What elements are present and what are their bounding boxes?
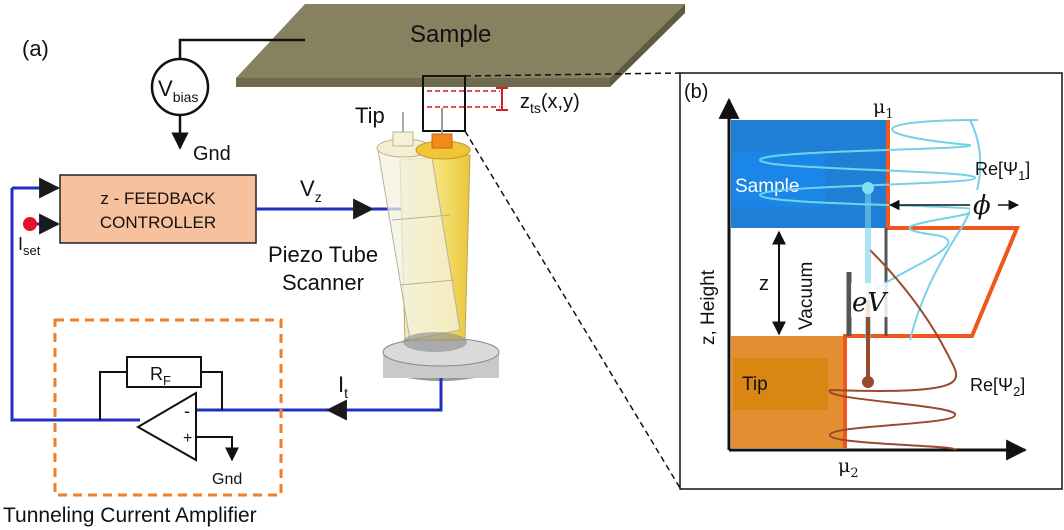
op-amp-minus: - bbox=[184, 401, 190, 421]
rf-feedback-wire bbox=[99, 371, 127, 420]
piezo-tube-scanner bbox=[376, 108, 500, 381]
controller-line2: CONTROLLER bbox=[100, 213, 216, 232]
sample-label-bg bbox=[733, 152, 825, 207]
zoom-region-box bbox=[422, 75, 466, 132]
zts-label: zts(x,y) bbox=[520, 91, 580, 116]
bias-wire bbox=[178, 38, 305, 64]
tip-label-bg bbox=[733, 358, 828, 410]
ev-label: eV bbox=[852, 288, 888, 318]
vacuum-label: Vacuum bbox=[796, 262, 817, 330]
psi2-wave bbox=[828, 249, 958, 451]
op-amp bbox=[136, 391, 197, 462]
sample-label: Sample bbox=[410, 21, 491, 48]
piezo-label-line1: Piezo Tube bbox=[268, 242, 378, 267]
amplifier-box bbox=[53, 318, 283, 497]
tip-region-label: Tip bbox=[742, 374, 768, 395]
op-amp-plus: + bbox=[183, 430, 192, 447]
amplifier-caption: Tunneling Current Amplifier bbox=[3, 504, 257, 527]
it-wire bbox=[196, 378, 443, 412]
rf-feedback-wire-right bbox=[201, 371, 223, 410]
phi-label: ϕ bbox=[973, 191, 991, 221]
electron-sample bbox=[862, 182, 874, 194]
zoom-line-top bbox=[464, 72, 681, 77]
zoom-line-bottom bbox=[464, 130, 681, 489]
piezo-label-line2: Scanner bbox=[282, 270, 364, 295]
gnd-top-label: Gnd bbox=[193, 143, 231, 165]
feedback-loop-wire bbox=[10, 188, 140, 422]
mu1-label: μ1 bbox=[873, 96, 894, 122]
gnd-amp-label: Gnd bbox=[212, 471, 242, 488]
iset-label: Iset bbox=[18, 234, 41, 258]
rf-resistor bbox=[126, 356, 202, 388]
re-psi2-label: Re[Ψ2] bbox=[970, 375, 1025, 399]
vbias-label: Vbias bbox=[158, 76, 198, 105]
ev-label-bg bbox=[851, 283, 899, 317]
vz-label: Vz bbox=[300, 176, 322, 205]
it-label: It bbox=[338, 372, 348, 401]
panel-b: (b) z, Height Sample Tip μ1 μ2 Re[Ψ1] Re… bbox=[679, 72, 1063, 490]
panel-a: (a) Sample Vbias Gnd z - FEEDBACK CONTRO… bbox=[3, 4, 685, 527]
rf-label: RF bbox=[150, 364, 171, 388]
psi1-wave-envelope bbox=[909, 119, 982, 341]
potential-barrier bbox=[843, 120, 1020, 448]
panel-b-label: (b) bbox=[684, 81, 708, 103]
tip-label: Tip bbox=[355, 103, 385, 128]
electron-tip bbox=[862, 376, 874, 388]
controller-line1: z - FEEDBACK bbox=[100, 189, 216, 208]
sample-region-label: Sample bbox=[735, 176, 799, 197]
iset-source bbox=[23, 217, 37, 231]
feedback-controller-box bbox=[59, 174, 257, 244]
height-axis-label: z, Height bbox=[698, 269, 719, 345]
phi-label-bg bbox=[970, 190, 998, 218]
z-gap-label: z bbox=[759, 273, 769, 295]
sample-plate bbox=[236, 4, 685, 87]
psi1-wave bbox=[758, 119, 979, 291]
re-psi1-label: Re[Ψ1] bbox=[975, 159, 1030, 183]
mu2-label: μ2 bbox=[838, 455, 859, 481]
amp-gnd-wire bbox=[196, 436, 239, 462]
panel-a-label: (a) bbox=[22, 36, 49, 61]
